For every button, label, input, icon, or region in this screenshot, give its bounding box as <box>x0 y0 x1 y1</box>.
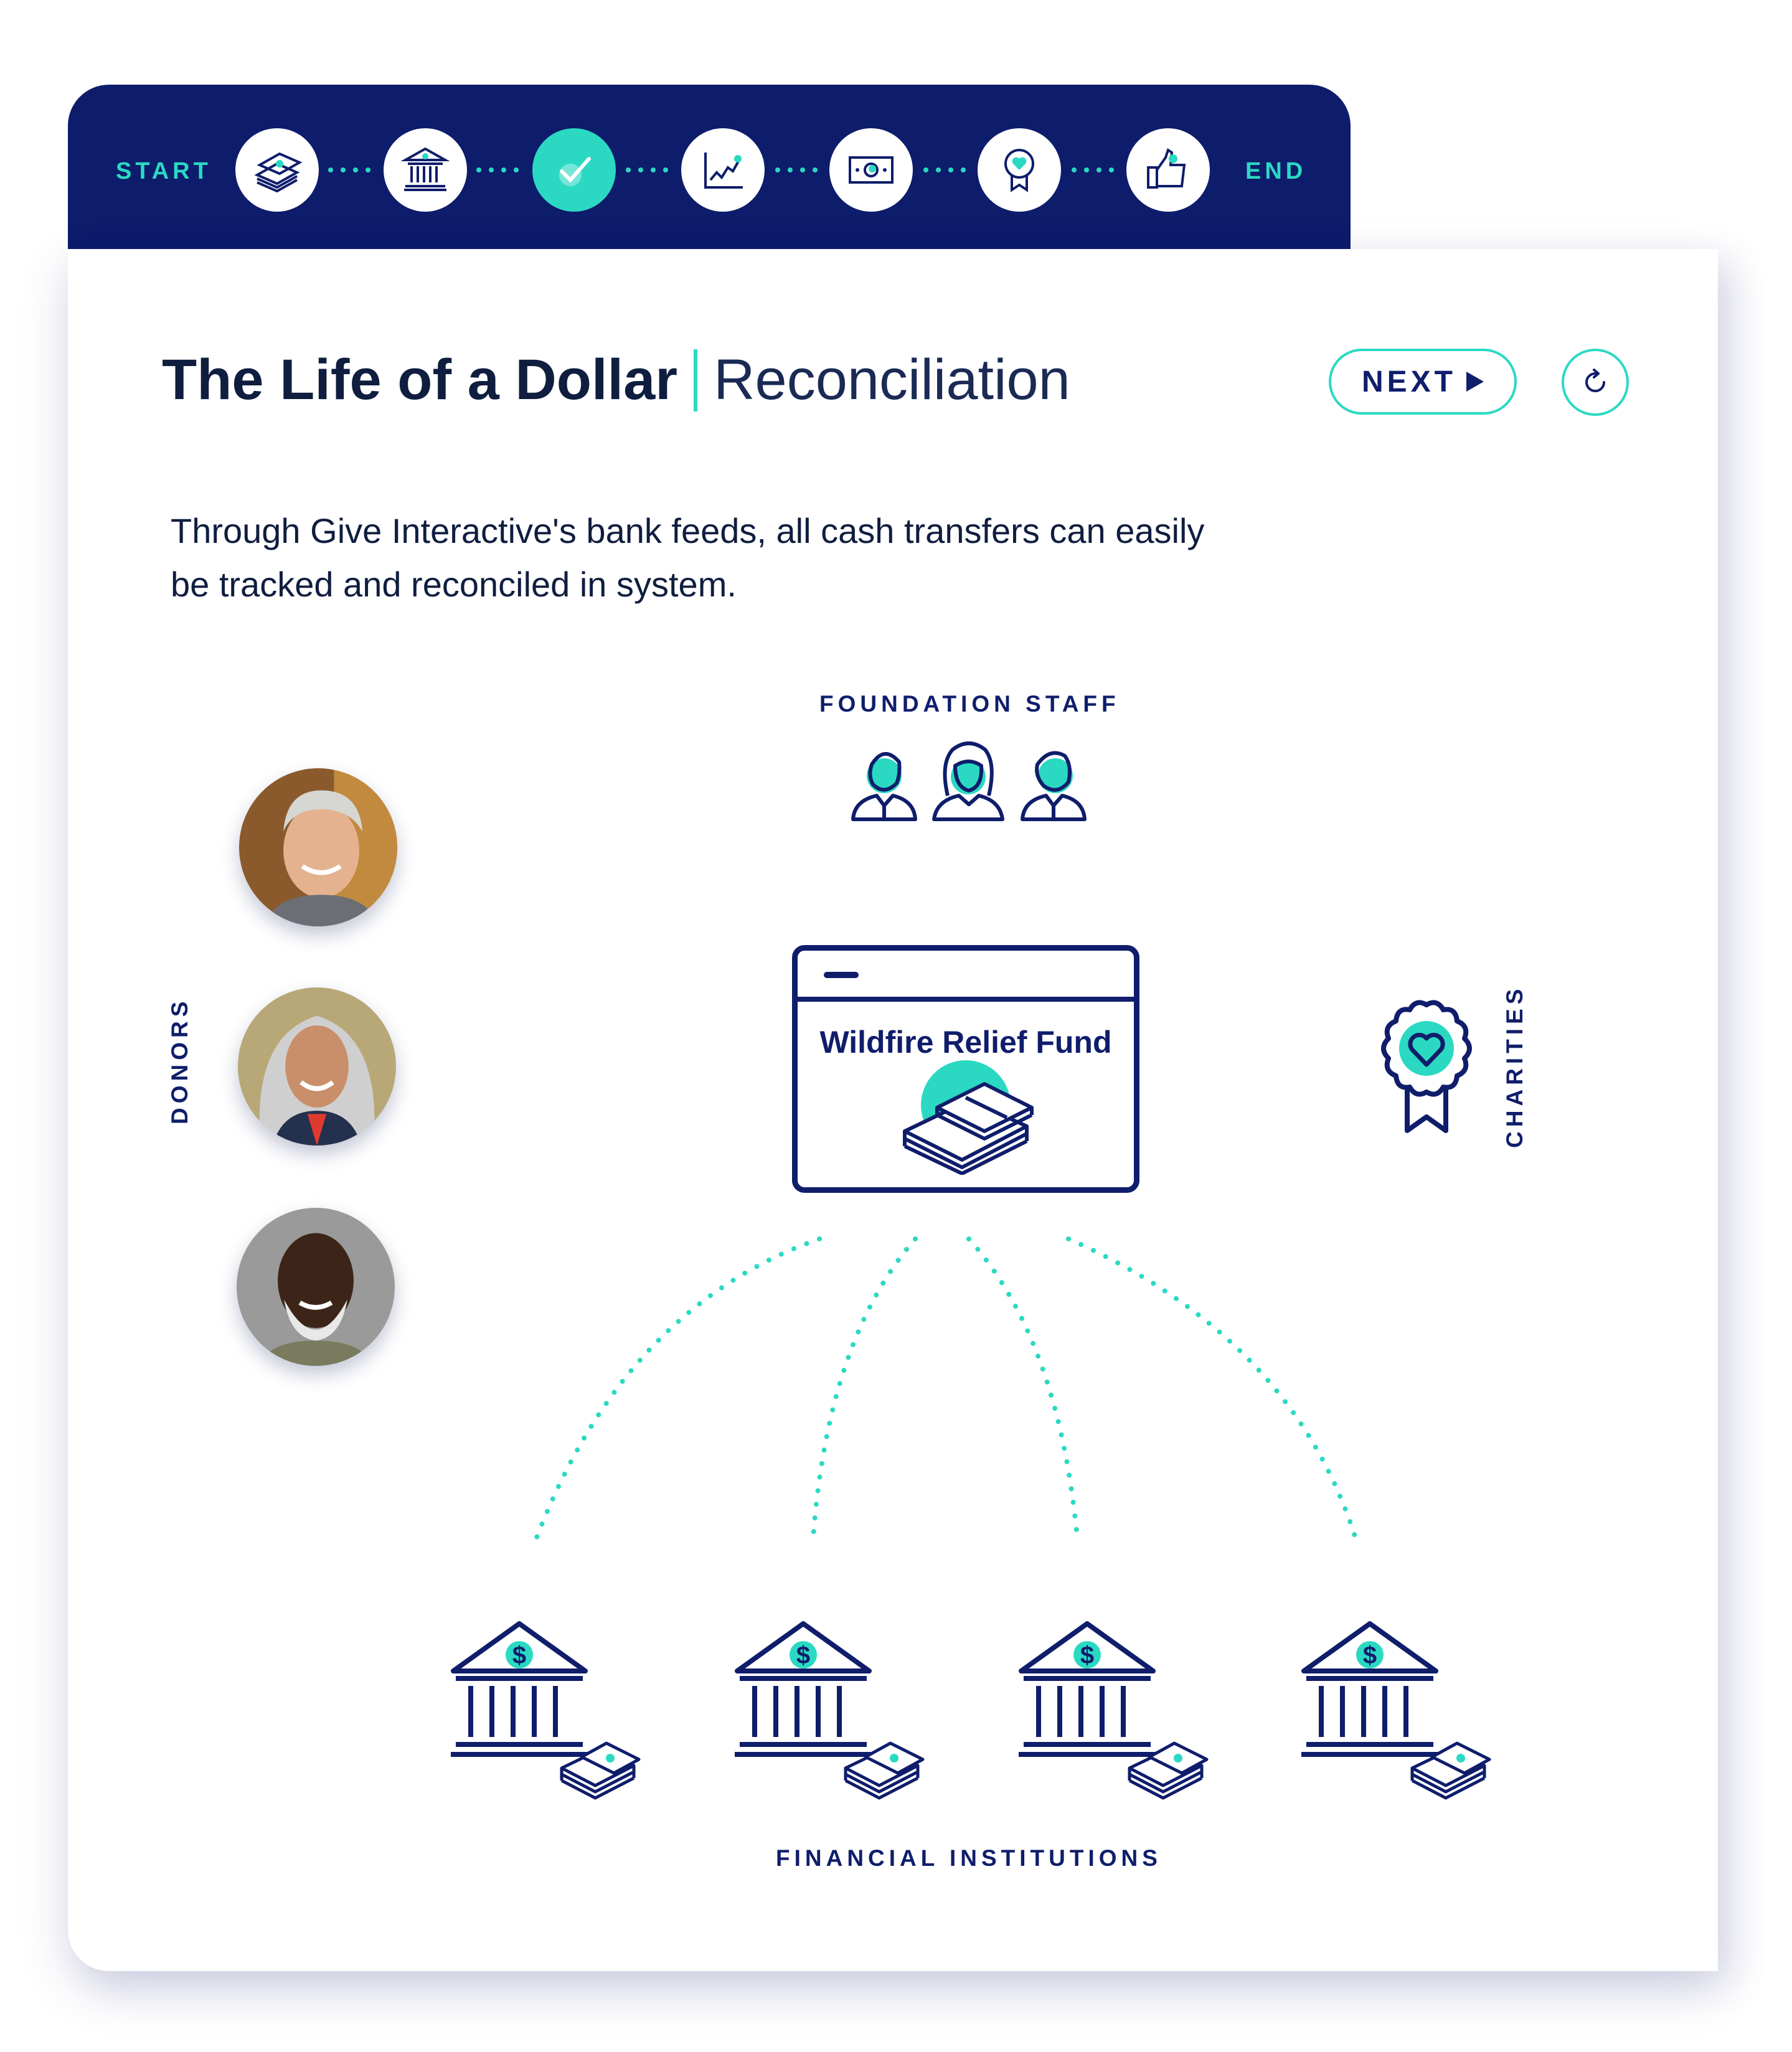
reload-button[interactable] <box>1562 349 1629 416</box>
window-dash <box>824 972 859 978</box>
donor-avatar-2[interactable] <box>238 987 396 1146</box>
foundation-staff-label: FOUNDATION STAFF <box>819 691 1120 717</box>
stepper-dots <box>775 167 824 173</box>
stepper-dots <box>1071 167 1121 173</box>
next-button-label: NEXT <box>1362 365 1456 399</box>
fund-window[interactable]: Wildfire Relief Fund <box>792 945 1139 1193</box>
step-dollar-bill[interactable] <box>829 128 913 212</box>
foundation-staff-icon <box>847 738 1090 823</box>
page-title: The Life of a Dollar Reconciliation <box>162 349 1070 415</box>
window-header-line <box>798 997 1134 1002</box>
bank-icon: $ <box>733 1619 927 1812</box>
donor-photo-1 <box>239 768 397 926</box>
bank-icon: $ <box>1017 1619 1210 1812</box>
stepper-dots <box>476 167 526 173</box>
checkmark-icon <box>547 143 601 197</box>
stepper-start-label: START <box>116 158 212 185</box>
step-reconciliation-active[interactable] <box>532 128 616 212</box>
next-button[interactable]: NEXT <box>1329 349 1517 415</box>
donor-photo-3 <box>237 1208 395 1366</box>
financial-institutions-label: FINANCIAL INSTITUTIONS <box>776 1845 1162 1871</box>
page-title-sub: Reconciliation <box>714 348 1070 412</box>
stepper-dots <box>923 167 973 173</box>
svg-text:$: $ <box>1080 1642 1094 1669</box>
donors-label: DONORS <box>167 997 193 1124</box>
svg-text:$: $ <box>796 1642 810 1669</box>
charity-ribbon-icon <box>1374 1000 1479 1137</box>
step-bank[interactable] <box>384 128 467 212</box>
dollar-bill-icon <box>844 143 898 197</box>
bank-icon <box>398 143 453 197</box>
donor-photo-2 <box>238 987 396 1146</box>
donor-avatar-3[interactable] <box>237 1208 395 1366</box>
step-money[interactable] <box>235 128 319 212</box>
line-chart-icon <box>696 143 750 197</box>
step-thumbs-up[interactable] <box>1126 128 1210 212</box>
donor-avatar-1[interactable] <box>239 768 397 926</box>
bank-icon: $ <box>1300 1619 1493 1812</box>
play-arrow-icon <box>1466 372 1484 392</box>
svg-text:$: $ <box>1363 1642 1377 1669</box>
step-charity[interactable] <box>978 128 1061 212</box>
money-stack-icon <box>891 1050 1040 1175</box>
step-chart[interactable] <box>681 128 765 212</box>
charities-label: CHARITIES <box>1502 985 1528 1148</box>
money-stack-icon <box>250 143 304 197</box>
description-text: Through Give Interactive's bank feeds, a… <box>171 504 1229 611</box>
title-divider <box>694 349 697 412</box>
svg-text:$: $ <box>512 1642 526 1669</box>
bank-icon: $ <box>450 1619 643 1812</box>
page-title-main: The Life of a Dollar <box>162 348 677 412</box>
stepper-end-label: END <box>1245 158 1306 185</box>
stepper-dots <box>625 167 675 173</box>
reload-icon <box>1578 365 1613 400</box>
charity-ribbon-icon <box>992 143 1047 197</box>
thumbs-up-icon <box>1141 143 1195 197</box>
stepper-dots <box>328 167 371 173</box>
